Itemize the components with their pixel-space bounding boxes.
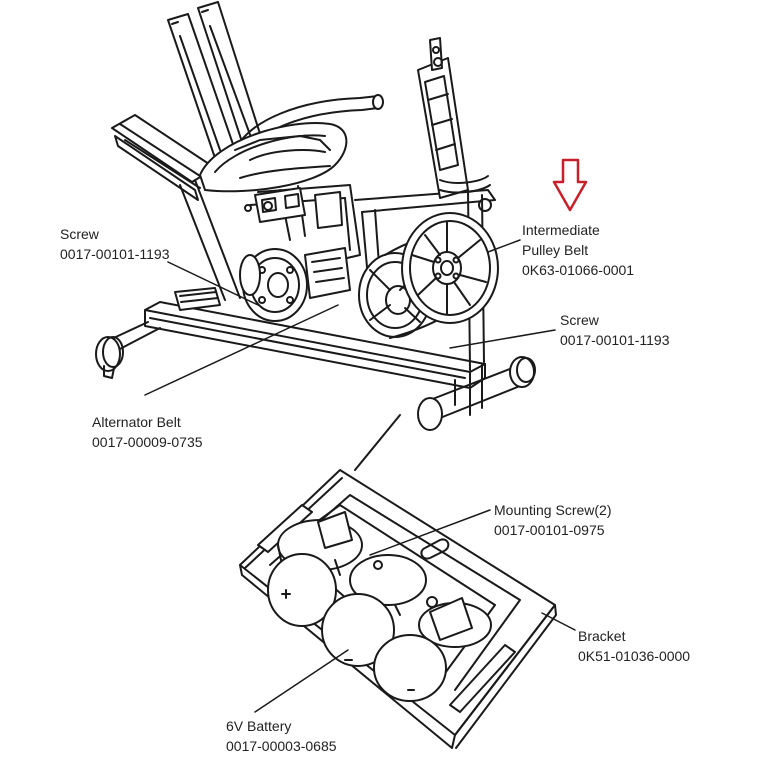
alternator bbox=[174, 247, 351, 322]
leader-alternator-belt bbox=[144, 304, 339, 396]
callout-intermediate-pulley-belt: Intermediate Pulley Belt 0K63-01066-0001 bbox=[522, 220, 634, 280]
rear-upright bbox=[417, 37, 492, 371]
callout-part-number: 0017-00009-0735 bbox=[92, 434, 203, 450]
callout-screw-right: Screw 0017-00101-1193 bbox=[560, 310, 670, 350]
callout-part-number: 0017-00101-1193 bbox=[560, 332, 670, 348]
callout-name: Alternator Belt bbox=[92, 414, 181, 430]
callout-name-line1: Intermediate bbox=[522, 222, 600, 238]
callout-name: Screw bbox=[60, 226, 99, 242]
handlebar-posts bbox=[167, 1, 263, 159]
callout-bracket: Bracket 0K51-01036-0000 bbox=[578, 626, 690, 666]
base-frame bbox=[95, 301, 536, 431]
leader-battery bbox=[254, 649, 349, 713]
callout-name: Screw bbox=[560, 312, 599, 328]
callout-name: Mounting Screw(2) bbox=[494, 502, 612, 518]
large-pulley bbox=[401, 212, 499, 324]
callout-name: Bracket bbox=[578, 628, 626, 644]
leader-screw-left bbox=[167, 261, 259, 306]
explode-connector-line bbox=[354, 414, 401, 471]
leader-bracket bbox=[541, 612, 576, 631]
callout-part-number: 0017-00003-0685 bbox=[226, 738, 337, 754]
callout-part-number: 0K63-01066-0001 bbox=[522, 262, 635, 278]
leader-mounting-screw bbox=[369, 509, 491, 556]
callout-alternator-belt: Alternator Belt 0017-00009-0735 bbox=[92, 412, 203, 452]
callout-battery: 6V Battery 0017-00003-0685 bbox=[226, 716, 337, 756]
callout-screw-left: Screw 0017-00101-1193 bbox=[60, 224, 170, 264]
leader-screw-right bbox=[449, 329, 556, 349]
callout-part-number: 0K51-01036-0000 bbox=[578, 648, 691, 664]
callout-part-number: 0017-00101-0975 bbox=[494, 522, 605, 538]
batteries bbox=[267, 511, 492, 702]
down-arrow-icon bbox=[552, 158, 588, 212]
leader-intermediate-pulley-belt bbox=[487, 239, 521, 253]
callout-part-number: 0017-00101-1193 bbox=[60, 246, 170, 262]
callout-name-line2: Pulley Belt bbox=[522, 242, 589, 258]
leader-lines bbox=[144, 239, 576, 713]
callout-mounting-screw: Mounting Screw(2) 0017-00101-0975 bbox=[494, 500, 612, 540]
callout-name: 6V Battery bbox=[226, 718, 292, 734]
